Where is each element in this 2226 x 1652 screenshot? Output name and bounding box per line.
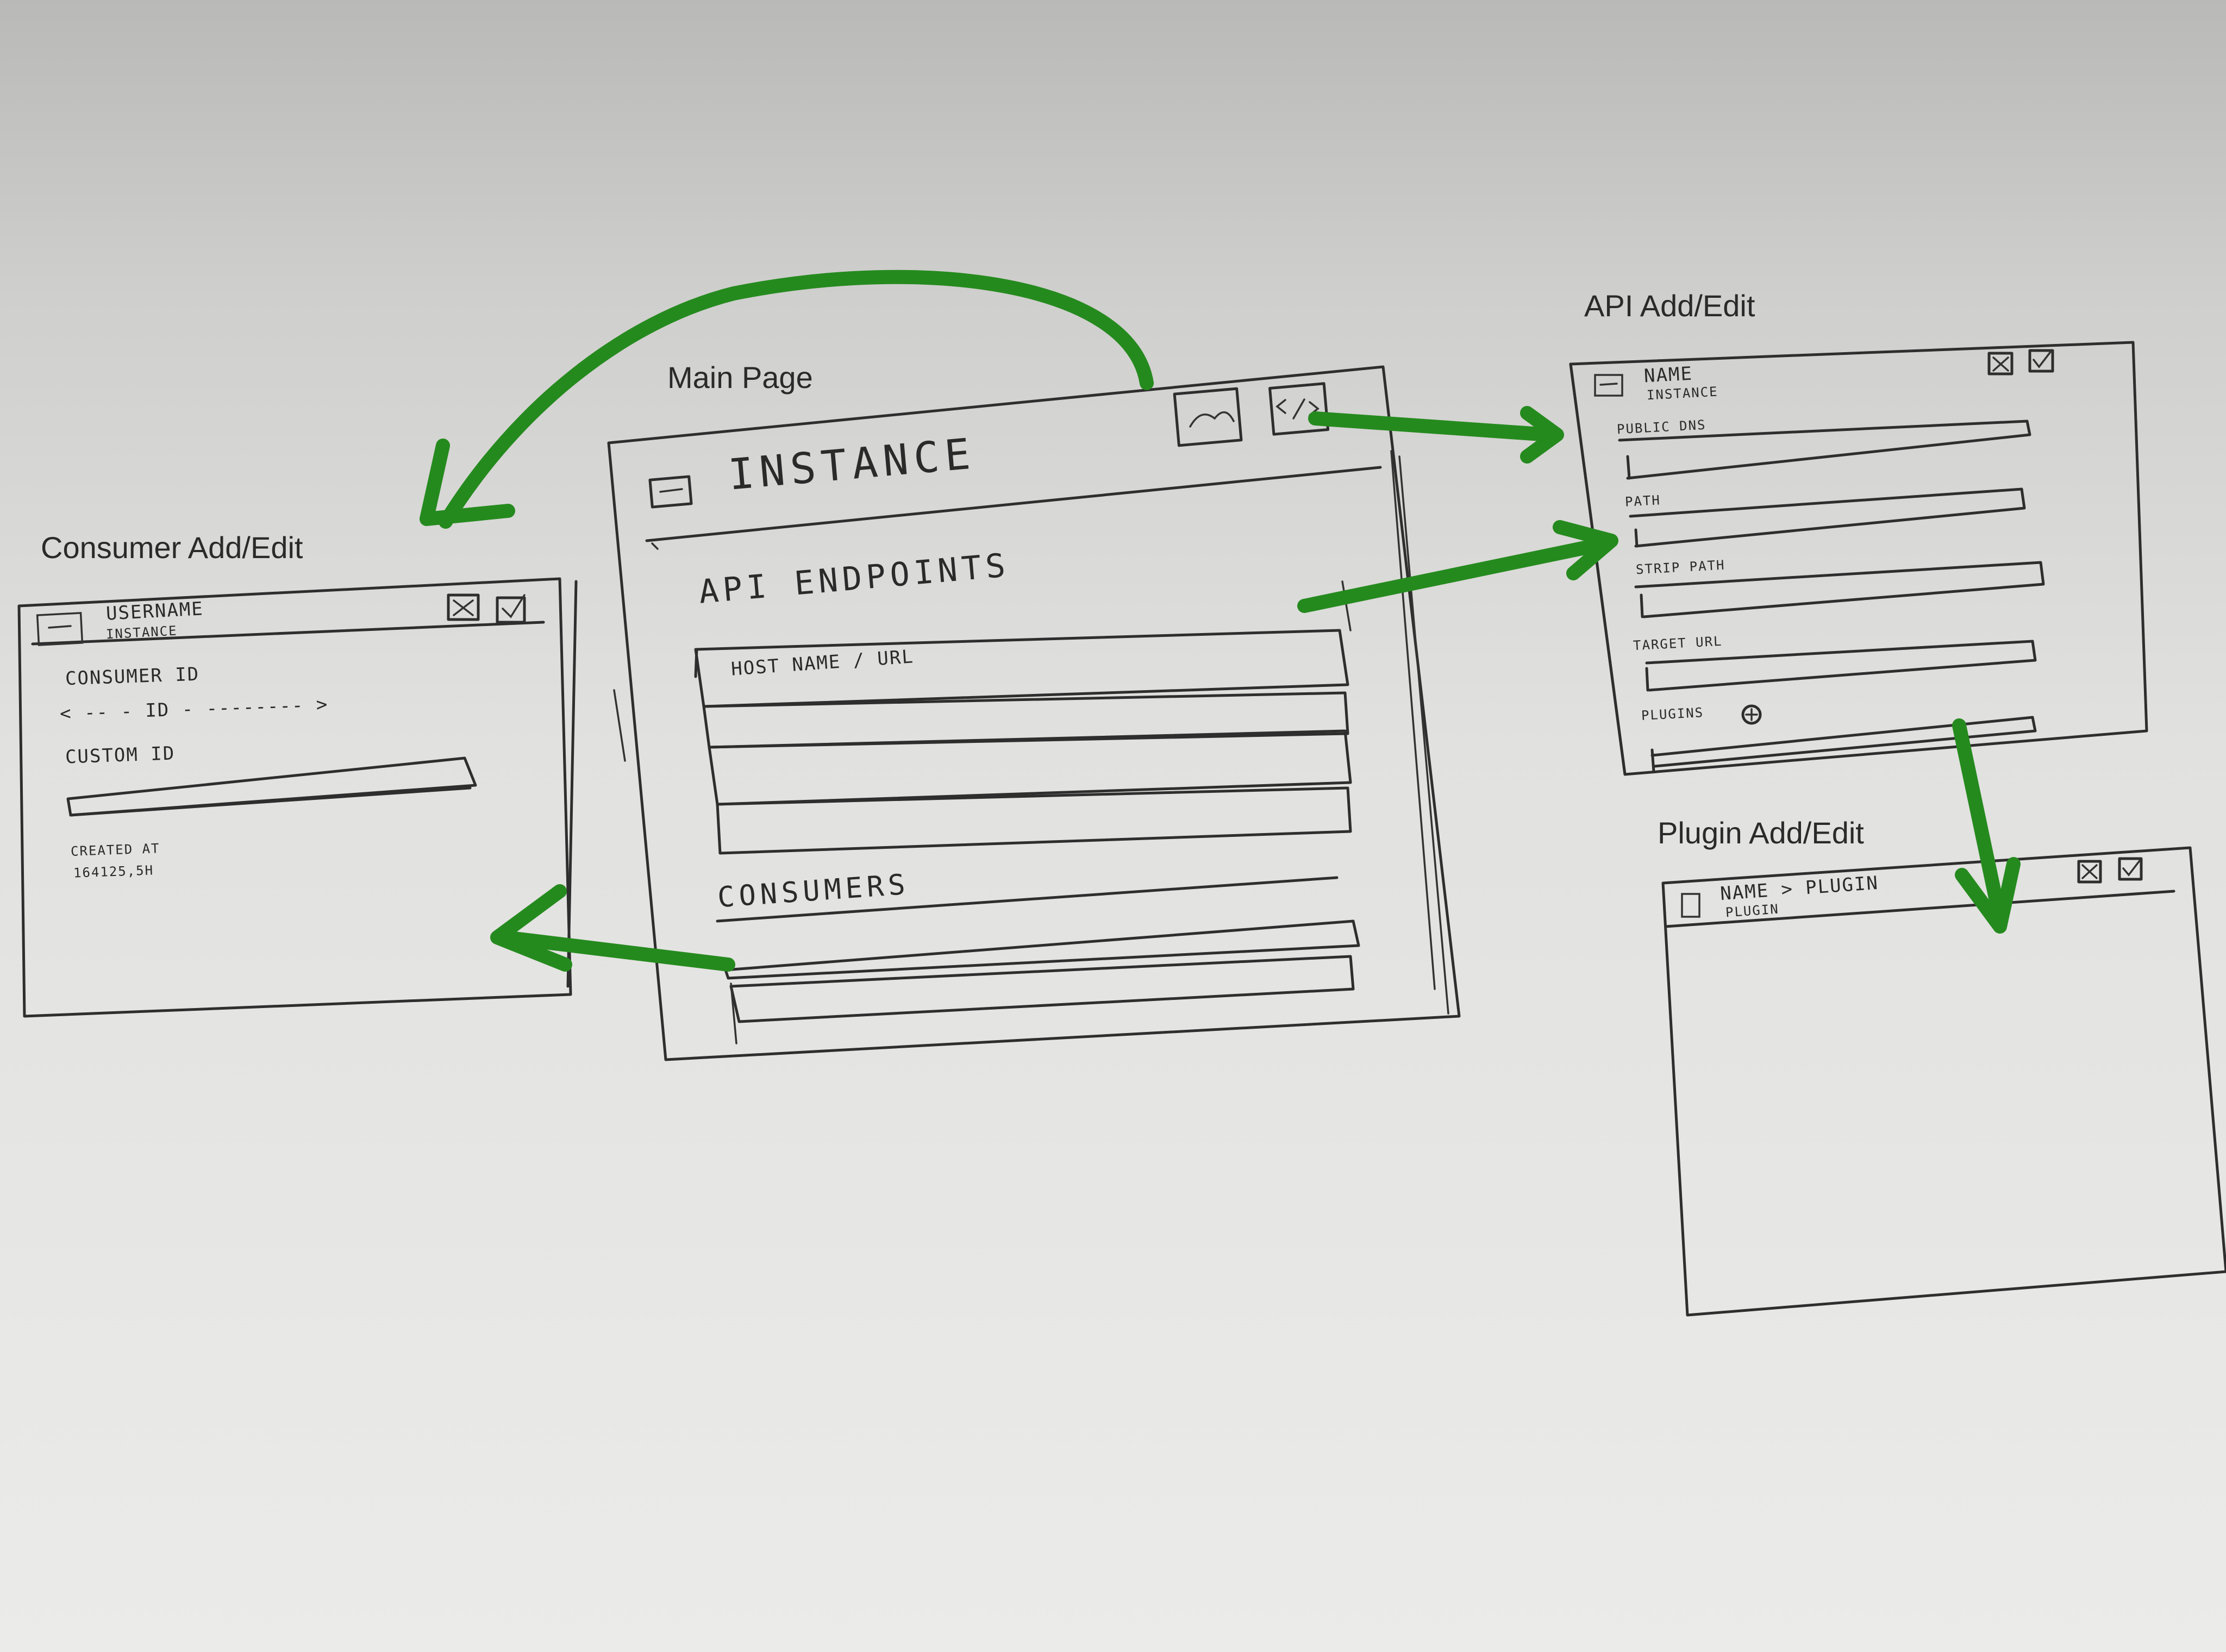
main-menu-icon[interactable]	[648, 475, 693, 509]
api-name-label: NAME	[1643, 362, 1693, 387]
api-check-icon[interactable]	[2028, 349, 2054, 373]
arrow-consumers-to-consumer-window	[498, 930, 735, 972]
plugin-checkbox-icon[interactable]	[1681, 893, 1700, 918]
cloud-sync-icon[interactable]	[1173, 387, 1243, 447]
api-row-2[interactable]	[702, 691, 1349, 749]
consumer-window-frame	[17, 577, 572, 1018]
main-page-title: Main Page	[667, 360, 813, 395]
api-window-title: API Add/Edit	[1584, 289, 1755, 323]
custom-id-label: CUSTOM ID	[65, 742, 176, 768]
plugin-window-title: Plugin Add/Edit	[1658, 816, 1864, 850]
arrow-api-endpoints-to-api-window	[1297, 536, 1613, 613]
plugin-header-divider	[1664, 890, 2175, 928]
plugin-close-icon[interactable]	[2077, 860, 2102, 884]
arrow-plugins-to-plugin-window	[1952, 718, 2007, 925]
close-icon[interactable]	[447, 593, 480, 621]
created-at-value: 164125,5H	[73, 862, 154, 881]
plugins-list[interactable]	[1650, 716, 2037, 768]
api-close-icon[interactable]	[1987, 352, 2014, 376]
public-dns-input[interactable]	[1618, 420, 2031, 480]
consumer-row-2[interactable]	[729, 955, 1355, 1023]
created-at-label: CREATED AT	[70, 841, 160, 859]
custom-id-input[interactable]	[66, 756, 477, 817]
api-row-1[interactable]	[694, 629, 1349, 708]
arrow-code-to-api-window	[1308, 411, 1556, 442]
consumer-window-title: Consumer Add/Edit	[41, 530, 303, 565]
add-plugin-icon[interactable]	[1741, 704, 1762, 725]
main-header-divider	[645, 466, 1382, 542]
check-icon[interactable]	[496, 596, 526, 624]
code-icon[interactable]	[1268, 382, 1330, 436]
strip-path-input[interactable]	[1634, 561, 2045, 618]
api-row-3[interactable]	[708, 729, 1352, 806]
path-label: PATH	[1624, 492, 1661, 510]
target-url-input[interactable]	[1645, 640, 2037, 692]
consumer-row-1[interactable]	[724, 919, 1360, 980]
main-page-sketch	[607, 365, 1461, 1061]
api-window-sketch	[1569, 341, 2148, 776]
consumer-menu-icon[interactable]	[36, 612, 84, 646]
api-menu-icon[interactable]	[1594, 374, 1623, 397]
flow-arrows	[420, 270, 2021, 972]
path-input[interactable]	[1629, 487, 2026, 548]
consumer-header-divider	[31, 621, 545, 646]
arrow-to-consumer-window	[439, 270, 1154, 529]
api-row-4[interactable]	[716, 786, 1352, 855]
main-window-frame	[607, 365, 1461, 1061]
plugin-check-icon[interactable]	[2118, 857, 2143, 881]
consumer-window-sketch	[17, 577, 578, 1018]
